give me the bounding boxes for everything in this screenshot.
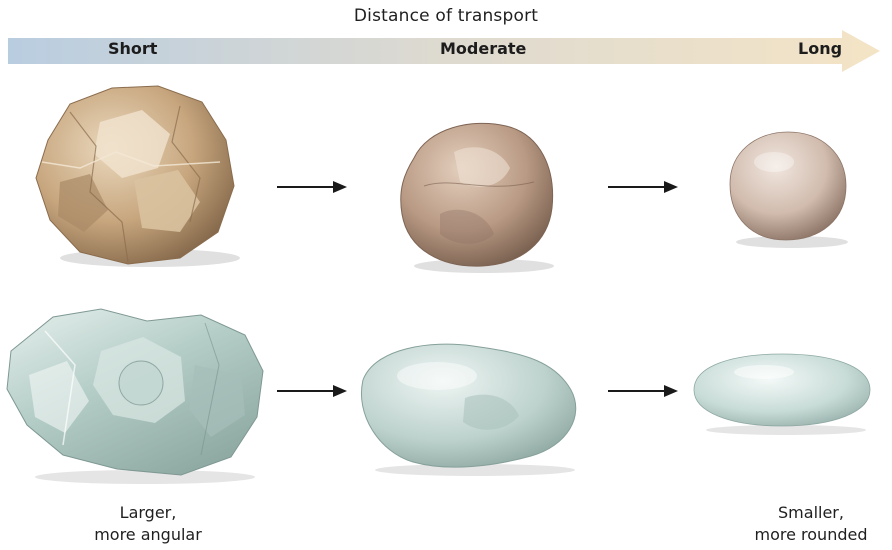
scale-label-short: Short (108, 39, 157, 58)
right-arrow-icon (608, 179, 680, 199)
tan-stone-moderate (394, 116, 559, 274)
clear-stone-rounded (690, 350, 875, 435)
scale-label-long: Long (798, 39, 842, 58)
scale-label-moderate: Moderate (440, 39, 526, 58)
caption-right-line2: more rounded (730, 524, 892, 546)
caption-right-line1: Smaller, (730, 502, 892, 524)
caption-smaller-rounded: Smaller, more rounded (730, 502, 892, 546)
caption-left-line2: more angular (58, 524, 238, 546)
caption-larger-angular: Larger, more angular (58, 502, 238, 546)
tan-stone-rounded (720, 128, 855, 248)
tan-stone-angular (30, 82, 240, 267)
right-arrow-icon (277, 383, 349, 403)
caption-left-line1: Larger, (58, 502, 238, 524)
clear-stone-moderate (355, 338, 585, 478)
clear-stone-angular (5, 305, 270, 485)
right-arrow-icon (608, 383, 680, 403)
diagram-title: Distance of transport (0, 6, 892, 26)
right-arrow-icon (277, 179, 349, 199)
